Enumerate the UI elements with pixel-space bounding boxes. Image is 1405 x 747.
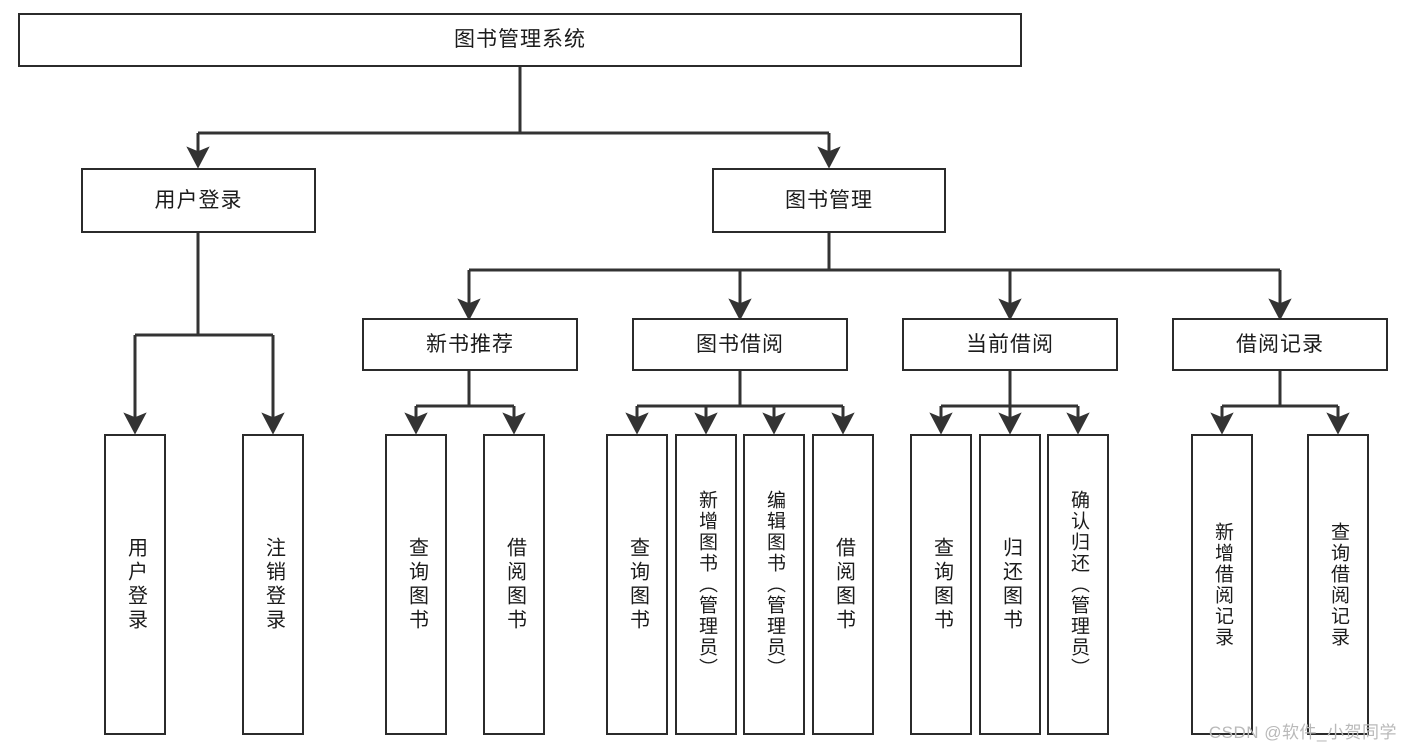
book-manage-branch-connectors	[457, 233, 1292, 321]
leaf-user-login-logout[interactable]: 注销登录	[242, 434, 304, 735]
leaf-new-book-borrow-books[interactable]: 借阅图书	[483, 434, 545, 735]
leaf-current-borrow-query-books[interactable]: 查询图书	[910, 434, 972, 735]
leaf-borrow-record-add-record[interactable]: 新增借阅记录	[1191, 434, 1253, 735]
root-to-level2-connectors	[186, 67, 841, 169]
node-current-borrow[interactable]: 当前借阅	[902, 318, 1118, 371]
leaf-current-borrow-confirm-return-admin[interactable]: 确认归还（管理员）	[1047, 434, 1109, 735]
new-book-branch-connectors	[404, 371, 526, 435]
leaf-current-borrow-return-books[interactable]: 归还图书	[979, 434, 1041, 735]
node-book-borrow[interactable]: 图书借阅	[632, 318, 848, 371]
node-book-management[interactable]: 图书管理	[712, 168, 946, 233]
leaf-book-borrow-add-book-admin[interactable]: 新增图书（管理员）	[675, 434, 737, 735]
book-borrow-branch-connectors	[625, 371, 855, 435]
borrow-record-branch-connectors	[1210, 371, 1350, 435]
node-new-book-recommend[interactable]: 新书推荐	[362, 318, 578, 371]
leaf-user-login-login[interactable]: 用户登录	[104, 434, 166, 735]
node-root-system[interactable]: 图书管理系统	[18, 13, 1022, 67]
leaf-book-borrow-edit-book-admin[interactable]: 编辑图书（管理员）	[743, 434, 805, 735]
current-borrow-branch-connectors	[929, 371, 1090, 435]
node-borrow-record[interactable]: 借阅记录	[1172, 318, 1388, 371]
user-login-branch-connectors	[123, 233, 285, 435]
leaf-book-borrow-query-books[interactable]: 查询图书	[606, 434, 668, 735]
leaf-borrow-record-query-record[interactable]: 查询借阅记录	[1307, 434, 1369, 735]
leaf-book-borrow-borrow-books[interactable]: 借阅图书	[812, 434, 874, 735]
leaf-new-book-query-books[interactable]: 查询图书	[385, 434, 447, 735]
node-user-login[interactable]: 用户登录	[81, 168, 316, 233]
